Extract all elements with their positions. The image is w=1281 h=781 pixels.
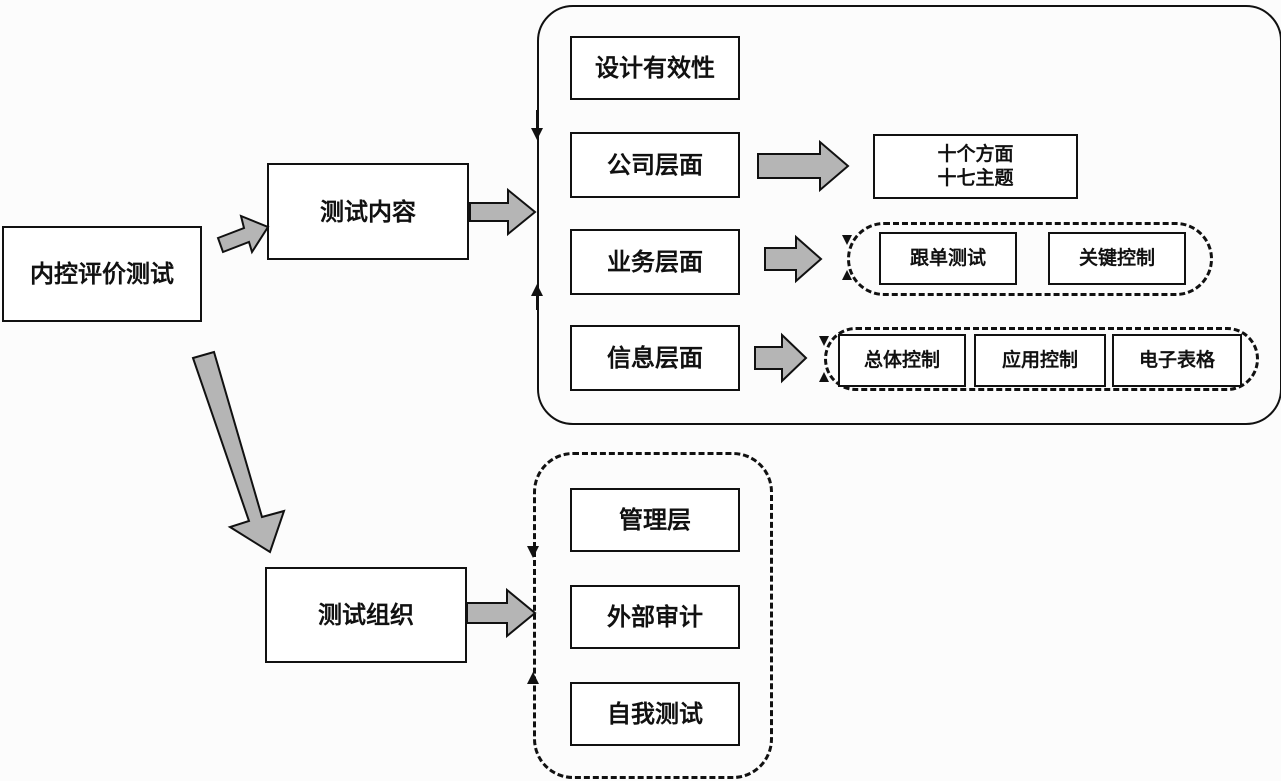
information-level-arrow — [754, 332, 808, 384]
business-group-up-head — [842, 270, 852, 280]
business-level-arrow — [764, 234, 823, 284]
key-controls-box: 关键控制 — [1048, 232, 1186, 285]
information-group-up-head — [819, 372, 829, 382]
information-level-box: 信息层面 — [570, 325, 740, 391]
design-effectiveness-box: 设计有效性 — [570, 36, 740, 100]
content-group-up-head — [531, 284, 543, 296]
organization-group-up-head — [527, 672, 539, 684]
detail-seventeen-topics: 十七主题 — [937, 166, 1014, 189]
management-box: 管理层 — [570, 488, 740, 552]
document-tracking-test-box: 跟单测试 — [879, 232, 1017, 285]
organization-group-down-head — [527, 546, 539, 558]
test-organization-group — [533, 452, 773, 779]
root-to-content-arrow — [216, 214, 270, 255]
business-level-box: 业务层面 — [570, 229, 740, 295]
root-to-organization-arrow — [191, 350, 286, 554]
spreadsheet-box: 电子表格 — [1112, 334, 1242, 387]
company-level-arrow — [757, 139, 850, 193]
business-group-down-head — [842, 235, 852, 245]
test-organization-box: 测试组织 — [265, 567, 467, 663]
company-level-box: 公司层面 — [570, 132, 740, 198]
self-testing-box: 自我测试 — [570, 682, 740, 746]
company-level-details-box: 十个方面 十七主题 — [873, 134, 1078, 199]
content-group-down-head — [531, 128, 543, 140]
test-content-box: 测试内容 — [267, 163, 469, 260]
external-audit-box: 外部审计 — [570, 585, 740, 649]
detail-ten-aspects: 十个方面 — [937, 142, 1014, 165]
application-controls-box: 应用控制 — [974, 334, 1106, 387]
content-to-levels-arrow — [469, 187, 537, 237]
information-methods-group — [824, 327, 1259, 391]
internal-control-evaluation-box: 内控评价测试 — [2, 226, 202, 322]
general-controls-box: 总体控制 — [838, 334, 966, 387]
information-group-down-head — [819, 336, 829, 346]
business-methods-group — [847, 222, 1213, 296]
organization-to-parties-arrow — [466, 587, 537, 639]
